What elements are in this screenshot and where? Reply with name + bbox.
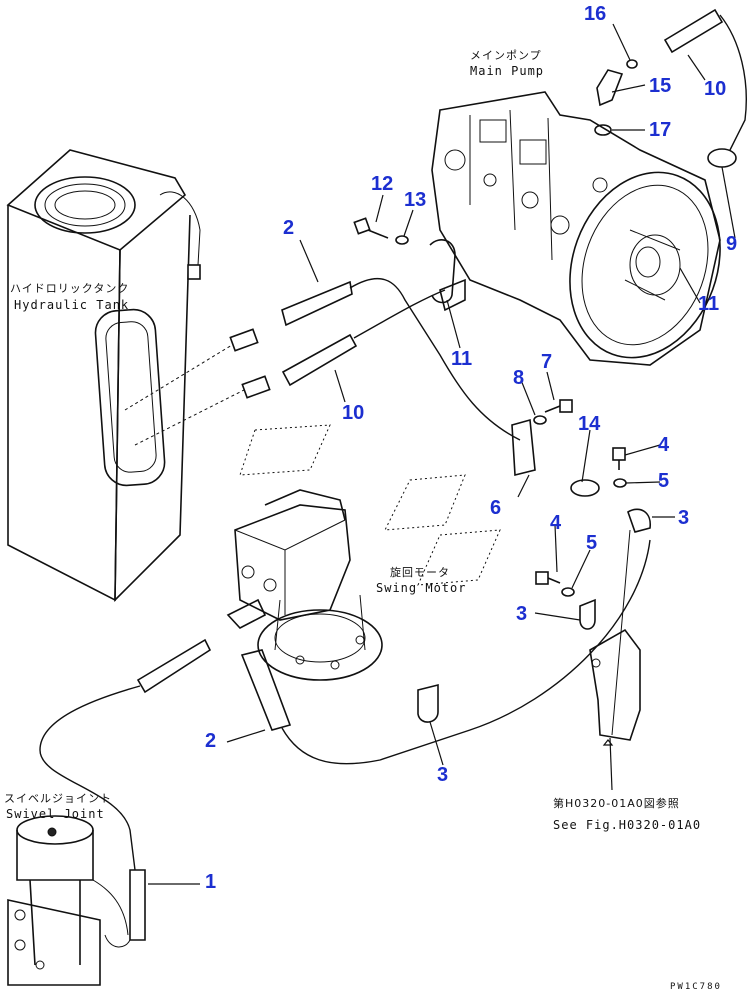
reference-label-jp: 第H0320-01A0図参照 xyxy=(553,796,680,810)
callout-numbers: 1 2 2 3 3 3 4 4 5 5 6 7 8 9 10 10 11 11 … xyxy=(205,3,737,893)
small-parts xyxy=(353,59,737,741)
callout-4-upper: 4 xyxy=(658,434,670,456)
callout-3-bottom: 3 xyxy=(437,764,448,786)
swivel-joint-label-jp: スイベルジョイント xyxy=(4,792,112,805)
main-pump xyxy=(431,91,721,366)
callout-13: 13 xyxy=(404,189,426,211)
drawing-code: PW1C780 xyxy=(670,982,722,992)
callout-12: 12 xyxy=(371,173,393,195)
callout-11-right: 11 xyxy=(698,293,719,315)
hoses xyxy=(39,8,747,948)
hydraulic-tank-label-jp: ハイドロリックタンク xyxy=(10,282,129,295)
callout-15: 15 xyxy=(649,75,671,97)
swivel-joint-label-en: Swivel Joint xyxy=(6,807,105,821)
callout-5-upper: 5 xyxy=(658,470,669,492)
callout-1: 1 xyxy=(205,871,216,893)
callout-14: 14 xyxy=(578,413,601,435)
callout-3-middle: 3 xyxy=(516,603,527,625)
callout-2-upper: 2 xyxy=(283,217,294,239)
swing-motor-label-jp: 旋回モータ xyxy=(390,565,450,579)
callout-9: 9 xyxy=(726,233,737,255)
callout-16: 16 xyxy=(584,3,606,25)
reference-label-en: See Fig.H0320-01A0 xyxy=(553,818,701,832)
swing-motor xyxy=(226,424,501,681)
callout-7: 7 xyxy=(541,351,552,373)
callout-4-lower: 4 xyxy=(550,512,562,534)
main-pump-label-jp: メインポンプ xyxy=(470,49,542,62)
hydraulic-tank xyxy=(6,149,201,602)
component-labels: メインポンプ Main Pump ハイドロリックタンク Hydraulic Ta… xyxy=(4,49,722,992)
callout-10-middle: 10 xyxy=(342,402,364,424)
leader-lines xyxy=(148,23,736,885)
callout-8: 8 xyxy=(513,367,524,389)
callout-11-middle: 11 xyxy=(451,348,472,370)
callout-6: 6 xyxy=(490,497,501,519)
callout-2-lower: 2 xyxy=(205,730,216,752)
callout-10-top: 10 xyxy=(704,78,726,100)
swivel-joint xyxy=(7,815,129,986)
swing-motor-label-en: Swing Motor xyxy=(376,581,466,595)
callout-5-lower: 5 xyxy=(586,532,597,554)
callout-17: 17 xyxy=(649,119,671,141)
callout-3-right: 3 xyxy=(678,507,689,529)
hydraulic-tank-label-en: Hydraulic Tank xyxy=(14,298,129,312)
main-pump-label-en: Main Pump xyxy=(470,64,544,78)
